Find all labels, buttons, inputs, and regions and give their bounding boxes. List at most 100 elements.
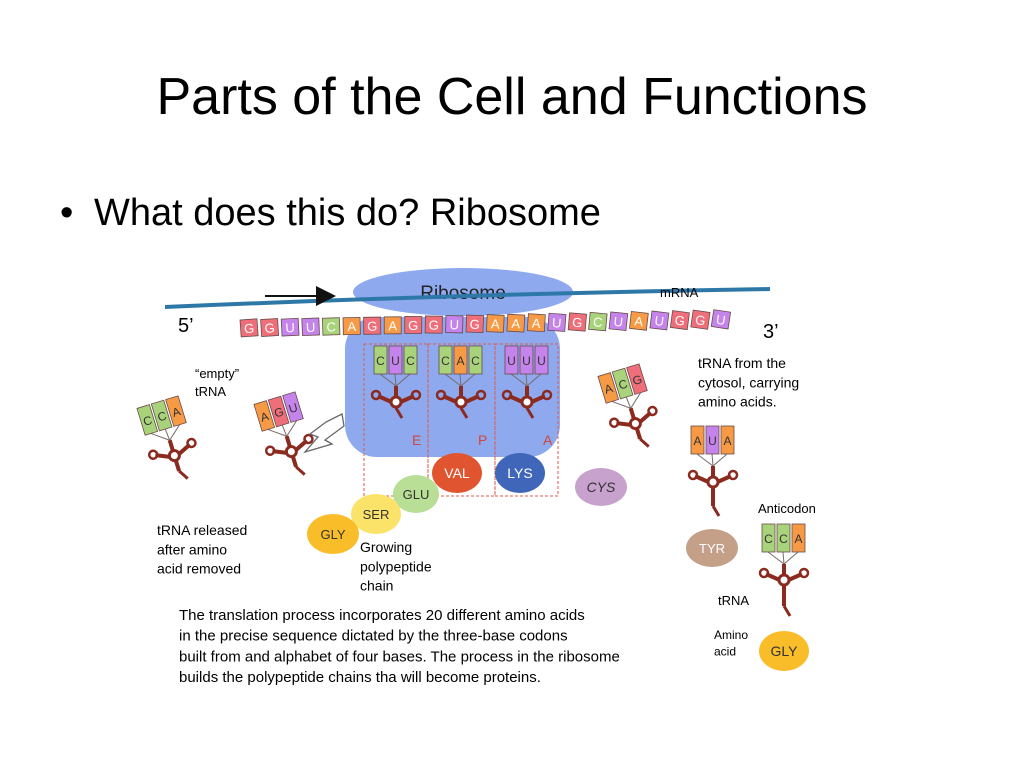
mrna-base: G — [690, 309, 711, 330]
anticodon-base — [705, 425, 720, 455]
mrna-base: G — [567, 312, 587, 332]
anticodon-letter: G — [272, 404, 285, 420]
anticodon-letter: G — [631, 372, 644, 388]
anticodon-base — [776, 523, 791, 553]
anticodon-base — [519, 345, 534, 375]
mrna-label: mRNA — [660, 285, 699, 300]
bullet-dot: • — [60, 192, 74, 234]
mrna-base-letter: C — [326, 319, 336, 334]
anticodon-letter: A — [723, 434, 731, 448]
anticodon-base — [373, 345, 388, 375]
cys-label: CYS — [587, 479, 616, 495]
anticodon-base — [453, 345, 468, 375]
anticodon-letter: A — [456, 354, 464, 368]
mrna-base-letter: U — [552, 315, 562, 331]
anticodon-base — [267, 395, 290, 428]
anticodon-letter: C — [406, 354, 415, 368]
amino-acid-val — [432, 453, 482, 493]
caption: The translation process incorporates 20 … — [179, 607, 620, 686]
anticodon-letter: A — [170, 404, 182, 420]
mrna-base: A — [526, 313, 546, 333]
bullet-item: • What does this do? Ribosome — [60, 188, 601, 238]
mrna-base: U — [445, 315, 464, 334]
tyr-label: TYR — [699, 541, 725, 556]
anticodon-base — [720, 425, 735, 455]
mrna-base-letter: G — [694, 312, 706, 328]
mrna-base: U — [710, 309, 732, 330]
mrna-base: A — [629, 311, 649, 331]
mrna-base: U — [547, 312, 567, 332]
anticodon-letter: C — [441, 354, 450, 368]
mrna-base-letter: G — [469, 317, 480, 332]
three-prime-label: 3’ — [763, 321, 779, 343]
mrna-base-letter: G — [264, 320, 275, 336]
anticodon-base — [761, 523, 776, 553]
mrna-base-letter: A — [491, 316, 501, 331]
amino-acid-lys — [495, 453, 545, 493]
amino-acid-ser — [351, 494, 401, 534]
ribosome-label: Ribosome — [420, 283, 506, 304]
anticodon-base — [165, 395, 187, 427]
mrna-base-letter: G — [429, 318, 439, 333]
mrna-base: U — [608, 311, 629, 331]
anticodon-base — [388, 345, 403, 375]
mrna-base: C — [588, 311, 608, 332]
mrna-base-letter: U — [654, 313, 665, 329]
anticodon-letter: U — [507, 354, 516, 368]
slide-title: Parts of the Cell and Functions — [156, 68, 868, 126]
mrna-base: C — [321, 317, 341, 336]
amino-acid-gly-key — [759, 631, 809, 671]
bullet-text: What does this do? Ribosome — [94, 192, 601, 234]
anticodon-base — [282, 391, 304, 423]
mrna-base: G — [424, 315, 443, 334]
amino-acid-gly — [307, 514, 359, 554]
mrna-base-letter: A — [511, 316, 521, 331]
anticodon-letter: C — [376, 354, 385, 368]
mrna-base-letter: G — [244, 321, 255, 337]
mrna-base: U — [649, 310, 670, 331]
lys-label: LYS — [507, 465, 532, 481]
anticodon-letter: U — [708, 434, 717, 448]
a-site-label: A — [543, 432, 553, 448]
anticodon-letter: U — [287, 400, 299, 416]
gly-chain-label: GLY — [320, 527, 345, 542]
anticodon-base — [253, 400, 276, 432]
mrna-base-letter: U — [715, 312, 727, 328]
anticodon-letter: C — [779, 532, 788, 546]
glu-label: GLU — [403, 487, 430, 502]
mrna-base-letter: U — [449, 317, 459, 332]
anticodon-letter: U — [537, 354, 546, 368]
anticodon-base — [690, 425, 705, 455]
anticodon-base — [150, 399, 173, 432]
anticodon-letter: A — [794, 532, 802, 546]
e-site-label: E — [412, 432, 421, 448]
mrna-base: A — [342, 316, 361, 336]
mrna-base-letter: C — [592, 314, 603, 330]
mrna-base: G — [239, 318, 259, 338]
mrna-base: G — [404, 315, 423, 334]
mrna-base-letter: G — [367, 319, 377, 334]
gly-key-label: GLY — [771, 643, 799, 659]
release-arrow-icon — [303, 413, 345, 454]
anticodon-base — [534, 345, 549, 375]
anticodon-base — [504, 345, 519, 375]
mrna-strand — [164, 287, 771, 309]
mrna-base-letter: A — [347, 319, 356, 334]
anticodon-base — [136, 404, 159, 436]
anticodon-letter: A — [259, 409, 271, 425]
anticodon-base — [791, 523, 806, 553]
mrna-base-letter: G — [408, 318, 418, 333]
ribosome-small-subunit — [353, 268, 573, 316]
anticodon-letter: U — [391, 354, 400, 368]
p-site-label: P — [478, 432, 487, 448]
mrna-base: G — [363, 316, 382, 335]
